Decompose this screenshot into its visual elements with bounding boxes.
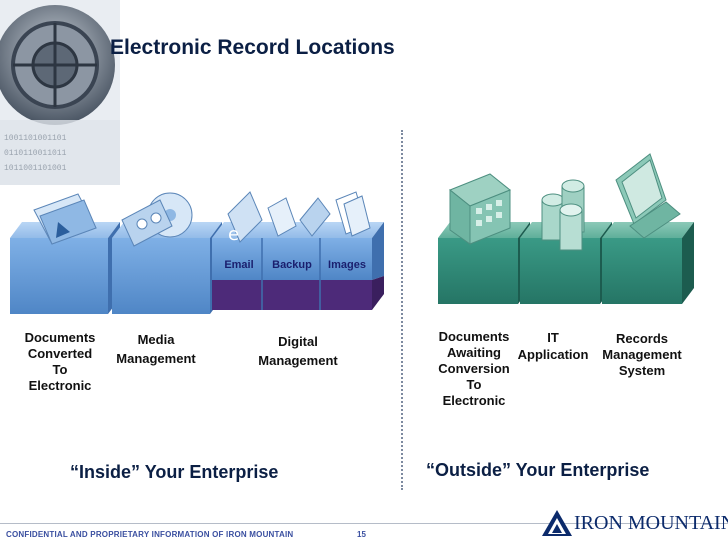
building-icon	[449, 173, 511, 245]
computer-icon	[615, 153, 681, 239]
brand-name: IRON MOUNTAIN	[574, 512, 728, 534]
iron-mountain-logo-icon	[542, 510, 572, 536]
inside-cubes: e	[10, 191, 384, 314]
outside-heading: “Outside” Your Enterprise	[426, 460, 650, 480]
confidential-notice: CONFIDENTIAL AND PROPRIETARY INFORMATION…	[6, 530, 294, 539]
section-divider	[401, 130, 403, 490]
image-docs-icon: e	[227, 191, 371, 245]
folder-icon	[33, 193, 97, 245]
email-segment: Email	[224, 259, 254, 271]
digital-management-label: Digital Management	[258, 334, 338, 368]
documents-awaiting-label: Documents Awaiting Conversion To Electro…	[438, 329, 510, 408]
page-title: Electronic Record Locations	[110, 36, 395, 59]
records-management-label: Records Management System	[602, 331, 682, 378]
outside-cubes	[438, 153, 694, 304]
server-icon	[541, 179, 585, 251]
inside-heading: “Inside” Your Enterprise	[70, 462, 279, 482]
backup-segment: Backup	[272, 259, 312, 271]
page-number: 15	[357, 530, 366, 539]
footer-divider	[0, 523, 728, 524]
media-management-label: Media Management	[116, 332, 196, 366]
it-application-label: IT Application	[517, 330, 589, 362]
svg-text:e: e	[228, 224, 239, 245]
svg-text:0110110011011: 0110110011011	[4, 149, 67, 158]
documents-converted-label: Documents Converted To Electronic	[24, 330, 96, 393]
images-segment: Images	[328, 259, 366, 271]
media-icon	[121, 192, 193, 247]
vault-icon: 1001101001101 0110110011011 101100110100…	[0, 0, 120, 185]
records-cube	[602, 222, 694, 304]
svg-text:1001101001101: 1001101001101	[4, 134, 67, 143]
svg-text:1011001101001: 1011001101001	[4, 164, 67, 173]
